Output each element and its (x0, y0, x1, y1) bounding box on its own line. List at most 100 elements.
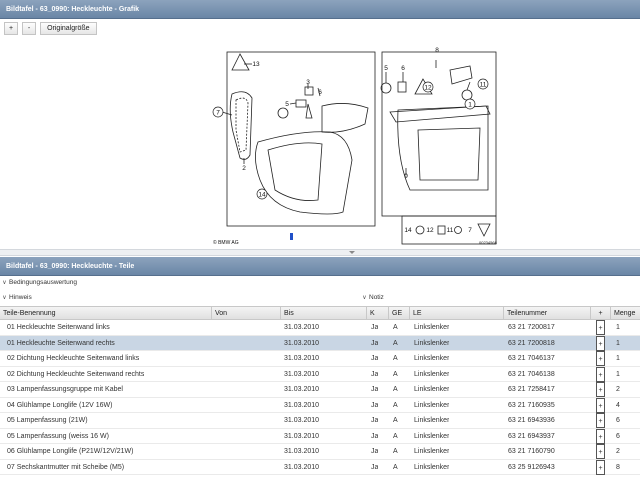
table-row[interactable]: 03 Lampenfassungsgruppe mit Kabel 31.03.2… (0, 382, 640, 398)
right-assembly-frame (381, 51, 497, 217)
k-cell: Ja (371, 401, 379, 409)
svg-text:5: 5 (384, 65, 388, 72)
chevron-down-icon[interactable]: ∨ (2, 280, 7, 286)
svg-text:5: 5 (285, 101, 289, 108)
table-row[interactable]: 06 Glühlampe Longlife (P21W/12V/21W)31.0… (0, 444, 640, 460)
diagram-svg: 13 7 3 5 6 2 14 8 5 6 1 12 11 9 14 12 11… (212, 47, 498, 246)
part-name-cell: 04 Glühlampe Longlife (12V 16W) (7, 401, 113, 409)
table-row[interactable]: 04 Glühlampe Longlife (12V 16W) 31.03.201… (0, 397, 640, 413)
table-row[interactable]: 02 Dichtung Heckleuchte Seitenwand recht… (0, 366, 640, 382)
part-name-cell: 03 Lampenfassungsgruppe mit Kabel (7, 386, 123, 393)
col-header-part-number[interactable]: Teilenummer (504, 307, 591, 320)
parts-diagram[interactable]: 13 7 3 5 6 2 14 8 5 6 1 12 11 9 14 12 11… (0, 40, 640, 248)
add-to-cart-icon[interactable]: + (596, 335, 605, 351)
svg-text:11: 11 (480, 82, 487, 89)
part-number-cell: 63 21 6943937 (508, 432, 555, 440)
le-cell: Linkslenker (414, 324, 450, 331)
legend-box (401, 215, 497, 245)
ge-cell: A (393, 355, 398, 362)
col-header-le[interactable]: LE (410, 307, 504, 320)
add-to-cart-icon[interactable]: + (596, 397, 605, 413)
callout-labels: 13 7 3 5 6 2 14 8 5 6 1 12 11 9 14 12 11… (212, 47, 489, 234)
svg-text:13: 13 (252, 61, 260, 68)
add-to-cart-icon[interactable]: + (596, 382, 605, 397)
ge-cell: A (393, 417, 398, 424)
to-cell: 31.03.2010 (284, 432, 320, 440)
add-to-cart-icon[interactable]: + (596, 366, 605, 382)
col-header-name[interactable]: Teile-Benennung (0, 307, 212, 320)
le-cell: Linkslenker (414, 463, 450, 471)
ge-cell: A (393, 339, 398, 347)
to-cell: 31.03.2010 (284, 401, 320, 409)
add-to-cart-icon[interactable]: + (596, 320, 605, 335)
note-section[interactable]: ∨Notiz (360, 292, 640, 303)
ge-cell: A (393, 463, 398, 471)
part-name-cell: 01 Heckleuchte Seitenwand links (7, 324, 110, 331)
svg-text:7: 7 (216, 110, 220, 117)
chevron-down-icon[interactable]: ∨ (362, 295, 367, 301)
zoom-out-button[interactable]: - (22, 22, 37, 35)
part-number-cell: 63 21 7200817 (508, 324, 555, 331)
add-to-cart-icon[interactable]: + (596, 413, 605, 428)
hint-section[interactable]: ∨Hinweis (0, 292, 360, 303)
part-number-cell: 63 21 7046138 (508, 370, 555, 378)
svg-text:8: 8 (435, 47, 439, 54)
col-header-k[interactable]: K (367, 307, 389, 320)
ge-cell: A (393, 432, 398, 440)
add-to-cart-icon[interactable]: + (596, 351, 605, 366)
quantity-cell: 4 (616, 401, 620, 409)
chevron-down-icon[interactable]: ∨ (2, 295, 7, 301)
svg-text:7: 7 (468, 227, 472, 234)
le-cell: Linkslenker (414, 432, 450, 440)
tail-lamp-left (255, 131, 353, 215)
to-cell: 31.03.2010 (284, 386, 320, 393)
le-cell: Linkslenker (414, 417, 450, 424)
panel-splitter[interactable] (0, 249, 640, 256)
k-cell: Ja (371, 417, 379, 424)
ge-cell: A (393, 324, 398, 331)
to-cell: 31.03.2010 (284, 355, 320, 362)
part-name-cell: 02 Dichtung Heckleuchte Seitenwand recht… (7, 370, 145, 378)
svg-text:2: 2 (242, 165, 246, 172)
ge-cell: A (393, 448, 398, 455)
to-cell: 31.03.2010 (284, 463, 320, 471)
part-number-cell: 63 21 7160790 (508, 448, 555, 455)
graphic-toolbar: + - Originalgröße (4, 22, 97, 36)
conditions-section[interactable]: ∨Bedingungsauswertung (0, 277, 640, 288)
add-to-cart-icon[interactable]: + (596, 459, 605, 475)
ge-cell: A (393, 370, 398, 378)
to-cell: 31.03.2010 (284, 339, 320, 347)
ge-cell: A (393, 386, 398, 393)
table-row[interactable]: 07 Sechskantmutter mit Scheibe (M5)31.03… (0, 459, 640, 475)
add-to-cart-icon[interactable]: + (596, 428, 605, 444)
part-name-cell: 05 Lampenfassung (21W) (7, 417, 88, 424)
k-cell: Ja (371, 324, 379, 331)
table-row[interactable]: 02 Dichtung Heckleuchte Seitenwand links… (0, 351, 640, 367)
part-name-cell: 02 Dichtung Heckleuchte Seitenwand links (7, 355, 140, 362)
k-cell: Ja (371, 463, 379, 471)
quantity-cell: 2 (616, 448, 620, 455)
col-header-to[interactable]: Bis (281, 307, 367, 320)
quantity-cell: 1 (616, 339, 620, 347)
collapse-arrow-icon[interactable] (349, 251, 355, 254)
col-header-add[interactable]: + (591, 307, 611, 320)
k-cell: Ja (371, 448, 379, 455)
col-header-from[interactable]: Von (212, 307, 281, 320)
col-header-ge[interactable]: GE (389, 307, 410, 320)
add-to-cart-icon[interactable]: + (596, 444, 605, 459)
col-header-quantity[interactable]: Menge (614, 310, 636, 317)
original-size-button[interactable]: Originalgröße (40, 22, 97, 35)
gasket-left (229, 91, 253, 160)
le-cell: Linkslenker (414, 339, 450, 347)
left-assembly-frame (226, 51, 376, 227)
text-cursor (290, 233, 293, 240)
zoom-in-button[interactable]: + (4, 22, 19, 35)
k-cell: Ja (371, 339, 379, 347)
copyright-text: © BMW AG (213, 239, 239, 246)
quantity-cell: 1 (616, 355, 620, 362)
svg-text:12: 12 (424, 85, 432, 92)
